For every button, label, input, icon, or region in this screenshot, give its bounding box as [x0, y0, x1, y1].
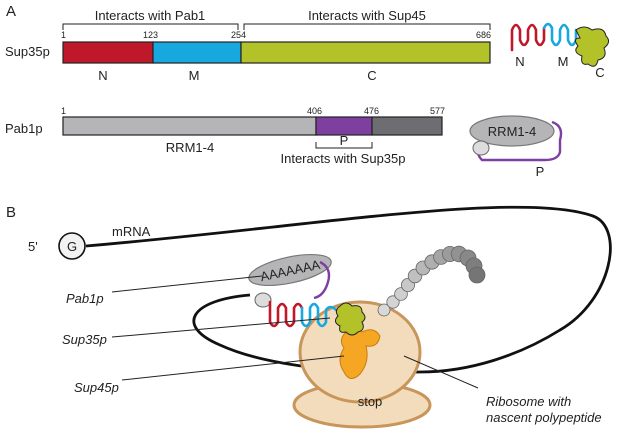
- pab1-legend-p-label: P: [536, 164, 545, 179]
- pab1-legend-p-linker: [476, 120, 563, 162]
- sup35p-domain-c: [240, 41, 491, 64]
- pab1p-pos-1: 1: [61, 106, 66, 116]
- model-pab1-head: [254, 292, 272, 308]
- callout-lines: [111, 275, 479, 389]
- sup45p-shape: [339, 326, 381, 379]
- pab1-legend-rrm-label: RRM1-4: [488, 124, 536, 139]
- sup35p-domain-m: [152, 41, 242, 64]
- label-ribosome-1: Ribosome with: [486, 394, 571, 409]
- pab1p-region-tail: [371, 116, 443, 136]
- label-ribosome-2: nascent polypeptide: [486, 410, 602, 425]
- sup35p-domain-n: [62, 41, 154, 64]
- panel-label-b: B: [6, 204, 16, 221]
- mrna-loop: [85, 205, 612, 374]
- sup35p-label-n: N: [98, 68, 107, 83]
- pab1-legend-head: [472, 140, 490, 156]
- sup35p-label-m: M: [189, 68, 200, 83]
- cap-label: G: [67, 239, 77, 254]
- legend-label-n: N: [515, 54, 524, 69]
- five-prime-label: 5': [28, 239, 38, 254]
- model-sup35-c-blob: [334, 302, 366, 336]
- pab1p-name: Pab1p: [5, 121, 43, 136]
- label-pab1p: Pab1p: [66, 291, 104, 306]
- bracket-pab1-label: Interacts with Pab1: [95, 8, 206, 23]
- model-sup35-squiggle: [268, 300, 338, 328]
- stop-label: stop: [358, 394, 383, 409]
- sup35-legend-c-blob: [574, 26, 610, 67]
- nascent-polypeptide: [377, 245, 486, 317]
- sup35p-label-c: C: [367, 68, 376, 83]
- bracket-sup45: [243, 23, 491, 30]
- bracket-pab1: [62, 23, 239, 30]
- sup35p-pos-123: 123: [143, 30, 158, 40]
- mrna-label: mRNA: [112, 224, 151, 239]
- panel-label-a: A: [6, 3, 16, 20]
- pab1p-region-rrm: [62, 116, 317, 136]
- pab1p-label-rrm: RRM1-4: [166, 140, 214, 155]
- sup35p-pos-1: 1: [61, 30, 66, 40]
- legend-label-m: M: [558, 54, 569, 69]
- pab1p-pos-406: 406: [307, 106, 322, 116]
- label-sup45p: Sup45p: [74, 380, 119, 395]
- sup35-legend-glyph: [510, 22, 578, 52]
- legend-label-c: C: [595, 65, 604, 80]
- polya-pab1-oval: [248, 253, 332, 287]
- model-pab1-linker: [313, 260, 331, 300]
- bracket-sup35-label: Interacts with Sup35p: [280, 151, 405, 166]
- sup35p-pos-254: 254: [231, 30, 246, 40]
- sup35p-name: Sup35p: [5, 44, 50, 59]
- pab1p-pos-577: 577: [430, 106, 445, 116]
- label-sup35p: Sup35p: [62, 332, 107, 347]
- bracket-sup35: [315, 142, 373, 149]
- pab1p-label-p: P: [340, 133, 349, 148]
- pab1-legend-rrm-oval: [469, 115, 555, 147]
- cap-circle: [58, 232, 86, 260]
- sup35p-pos-686: 686: [476, 30, 491, 40]
- pab1p-pos-476: 476: [364, 106, 379, 116]
- bracket-sup45-label: Interacts with Sup45: [308, 8, 426, 23]
